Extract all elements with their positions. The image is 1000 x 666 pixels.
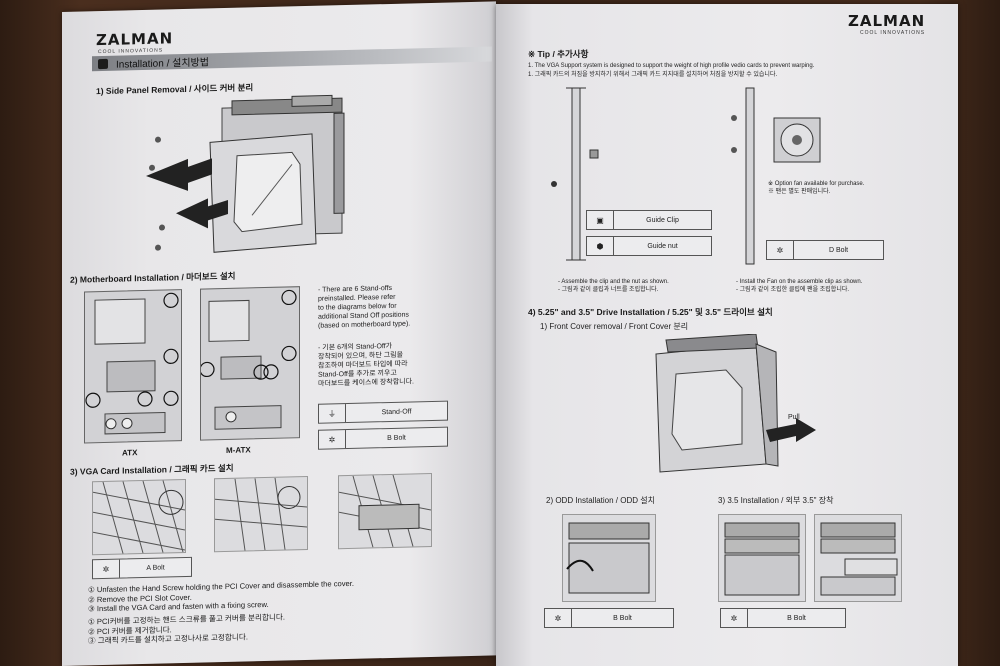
pull-label: Pull: [788, 414, 800, 421]
bolt-icon: ✲: [767, 241, 794, 259]
odd-subtitle: 2) ODD Installation / ODD 설치: [546, 496, 655, 505]
atx-label: ATX: [122, 448, 138, 458]
legend-b-bolt-hdd: ✲ B Bolt: [720, 608, 846, 628]
brand-logo: ZALMAN: [848, 12, 926, 30]
matx-board-diagram: [199, 286, 300, 441]
odd-install-illustration: [562, 514, 656, 602]
atx-board-diagram: [84, 289, 182, 444]
tip-title: ※ Tip / 추가사항: [528, 49, 589, 59]
legend-standoff: ⏚ Stand-Off: [318, 400, 448, 424]
tip-text-en: 1. The VGA Support system is designed to…: [528, 63, 815, 69]
vga-steps-en: ① Unfasten the Hand Screw holding the PC…: [88, 578, 354, 614]
tip-text-ko: 1. 그래픽 카드의 처짐을 방지하기 위해서 그래픽 카드 지지대를 설치하여…: [528, 72, 778, 78]
right-page: ZALMAN COOL INNOVATIONS ※ Tip / 추가사항 1. …: [496, 4, 958, 666]
front-cover-subtitle: 1) Front Cover removal / Front Cover 분리: [540, 322, 689, 331]
legend-a-bolt: ✲ A Bolt: [92, 556, 192, 580]
install-fan-note-en: - Install the Fan on the assemble clip a…: [736, 279, 863, 285]
legend-b-bolt: ✲ B Bolt: [318, 426, 448, 450]
nut-icon: ⬢: [587, 237, 614, 255]
fan-note-ko: ※ 팬은 별도 판매입니다.: [768, 189, 831, 195]
matx-label: M-ATX: [226, 445, 251, 455]
section-title-vga: 3) VGA Card Installation / 그래픽 카드 설치: [70, 462, 234, 477]
bolt-icon: ✲: [93, 559, 120, 579]
standoff-note-ko: - 기본 6개의 Stand-Off가 장착되어 있으며, 하단 그림을 참조하…: [318, 342, 414, 388]
hdd-subtitle: 3) 3.5 Installation / 외부 3.5" 장착: [718, 496, 834, 505]
vga-step1-illustration: [92, 478, 186, 556]
front-cover-illustration: [655, 334, 816, 473]
standoff-icon: ⏚: [319, 404, 346, 423]
bolt-icon: ✲: [319, 430, 346, 449]
section-title-motherboard: 2) Motherboard Installation / 마더보드 설치: [70, 270, 236, 285]
legend-d-bolt: ✲ D Bolt: [766, 240, 884, 260]
vga-support-clip-illustration: [551, 87, 599, 261]
bolt-icon: ✲: [545, 609, 572, 627]
install-fan-note-ko: - 그림과 같이 조립한 클립에 팬을 조립합니다.: [736, 287, 850, 293]
left-page: ZALMAN COOL INNOVATIONS Installation / 설…: [62, 1, 496, 666]
brand-logo: ZALMAN: [96, 29, 174, 50]
side-panel-illustration: [146, 94, 345, 253]
banner-title: Installation / 설치방법: [116, 57, 209, 71]
legend-guide-nut: ⬢ Guide nut: [586, 236, 712, 256]
bolt-icon: ✲: [721, 609, 748, 627]
hdd-install-illustration-2: [814, 514, 902, 602]
assemble-note-en: - Assemble the clip and the nut as shown…: [558, 279, 669, 285]
vga-step2-illustration: [214, 475, 308, 553]
section-title-drive: 4) 5.25" and 3.5" Drive Installation / 5…: [528, 307, 773, 317]
clip-icon: ▣: [587, 211, 614, 229]
vga-step3-illustration: [338, 472, 432, 550]
fan-mount-illustration: [731, 87, 821, 265]
legend-guide-clip: ▣ Guide Clip: [586, 210, 712, 230]
fan-note-en: ※ Option fan available for purchase.: [768, 181, 865, 187]
banner-bullet-icon: [98, 58, 108, 69]
vga-steps-ko: ① PCI커버를 고정하는 핸드 스크류를 풀고 커버를 분리합니다. ② PC…: [88, 612, 286, 646]
assemble-note-ko: - 그림과 같이 클립과 너트를 조립합니다.: [558, 287, 659, 293]
legend-b-bolt-odd: ✲ B Bolt: [544, 608, 674, 628]
section-title-side-panel: 1) Side Panel Removal / 사이드 커버 분리: [96, 82, 254, 97]
standoff-note-en: - There are 6 Stand-offs preinstalled. P…: [318, 284, 411, 330]
hdd-install-illustration-1: [718, 514, 806, 602]
brand-tagline: COOL INNOVATIONS: [860, 30, 926, 36]
